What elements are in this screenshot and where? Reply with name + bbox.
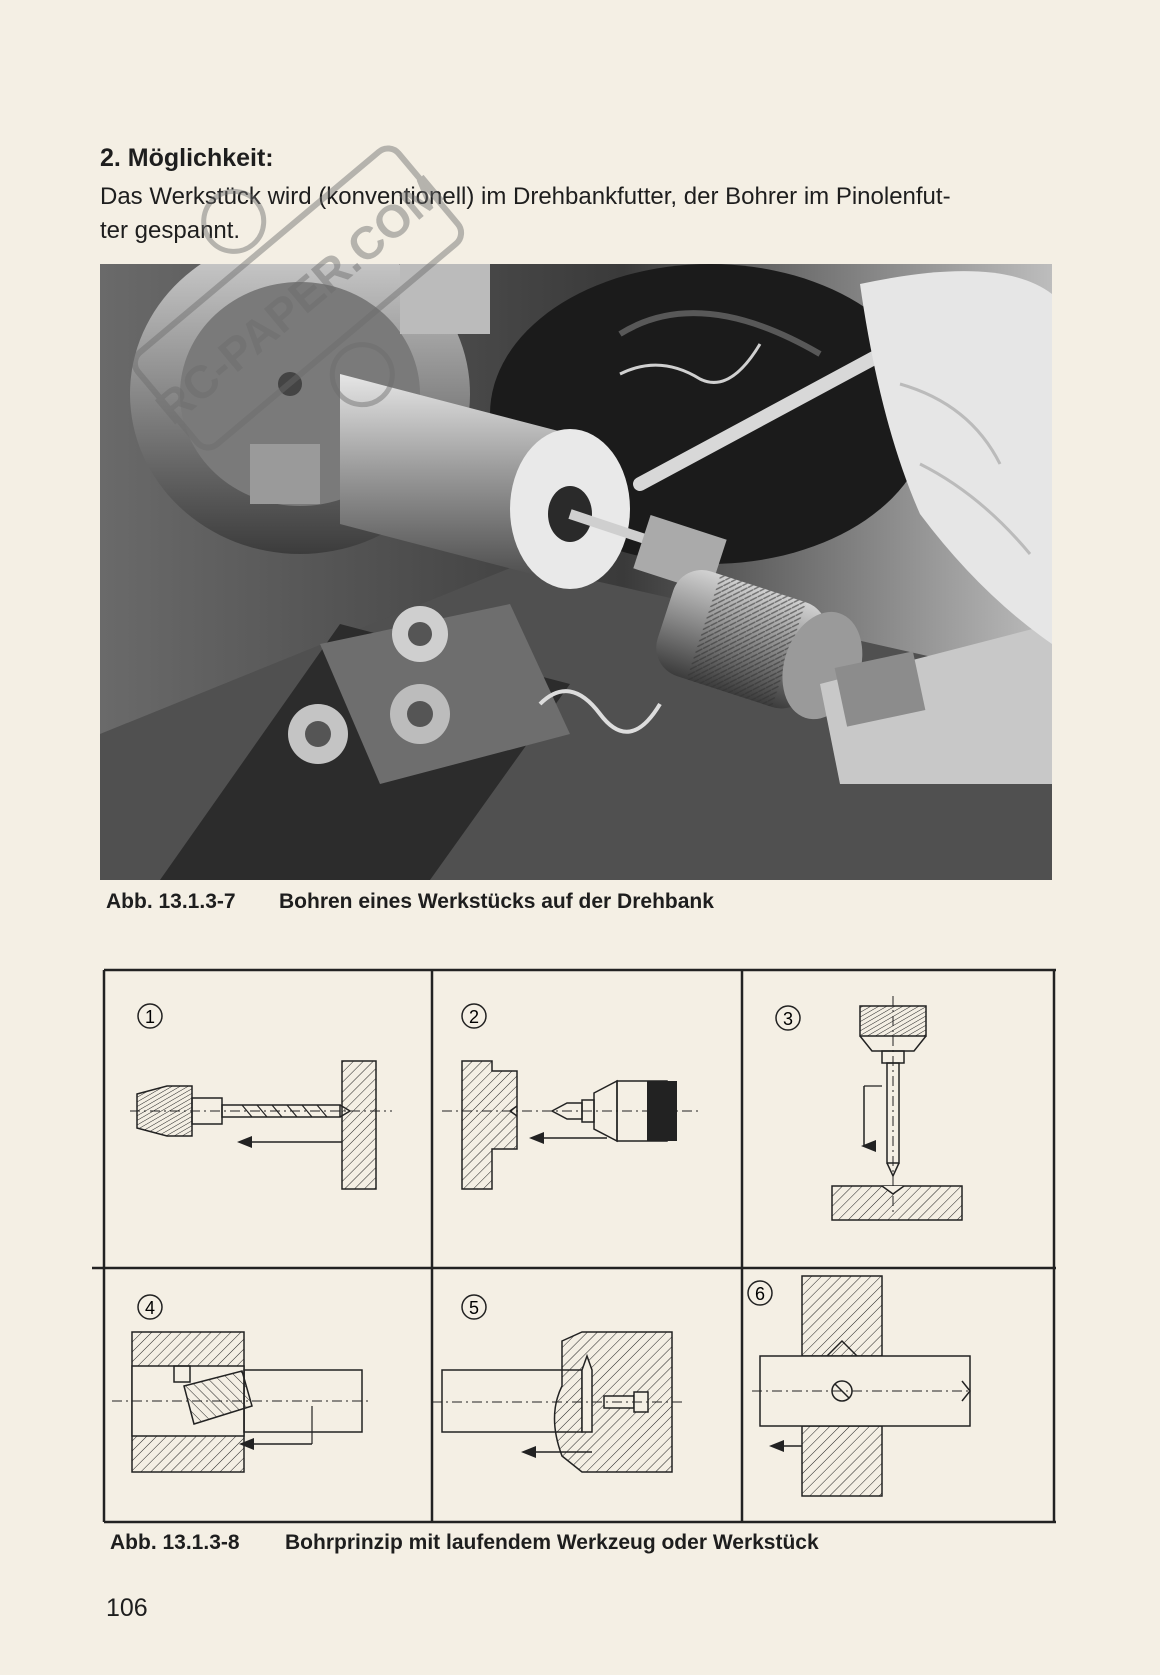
svg-text:3: 3 (783, 1009, 793, 1029)
watermark-stamp: RC-PAPER.COM (131, 145, 465, 451)
page-number: 106 (106, 1594, 148, 1622)
paragraph-line-2: ter gespannt. (100, 217, 241, 244)
paragraph-line-1: Das Werkstück wird (konventionell) im Dr… (100, 183, 951, 210)
panel-3: 3 (775, 996, 963, 1221)
lathe-drilling-photo (100, 264, 1052, 880)
panel-6: 6 (747, 1275, 972, 1497)
svg-text:2: 2 (469, 1007, 479, 1027)
figure-caption-13-1-3-8: Abb. 13.1.3-8 Bohrprinzip mit laufendem W… (110, 1531, 819, 1555)
svg-text:5: 5 (469, 1298, 479, 1318)
figure-title: Bohren eines Werkstücks auf der Drehbank (279, 890, 714, 913)
svg-text:6: 6 (755, 1284, 765, 1304)
panel-2: 2 (442, 1003, 702, 1190)
panel-1: 1 (130, 1003, 392, 1190)
svg-text:4: 4 (145, 1298, 155, 1318)
watermark-text: RC-PAPER.COM (146, 165, 453, 434)
figure-caption-13-1-3-7: Abb. 13.1.3-7 Bohren eines Werkstücks auf… (106, 890, 714, 914)
figure-number: Abb. 13.1.3-8 (110, 1531, 240, 1554)
figure-number: Abb. 13.1.3-7 (106, 890, 236, 913)
panel-4: 4 (112, 1294, 372, 1473)
svg-text:1: 1 (145, 1007, 155, 1027)
body-paragraph: Das Werkstück wird (konventionell) im Dr… (100, 180, 1050, 248)
panel-5: 5 (432, 1294, 682, 1473)
drilling-principle-diagram: 1 2 3 4 (92, 968, 1056, 1524)
figure-title: Bohrprinzip mit laufendem Werkzeug oder … (285, 1531, 819, 1554)
section-heading: 2. Möglichkeit: (100, 144, 274, 172)
